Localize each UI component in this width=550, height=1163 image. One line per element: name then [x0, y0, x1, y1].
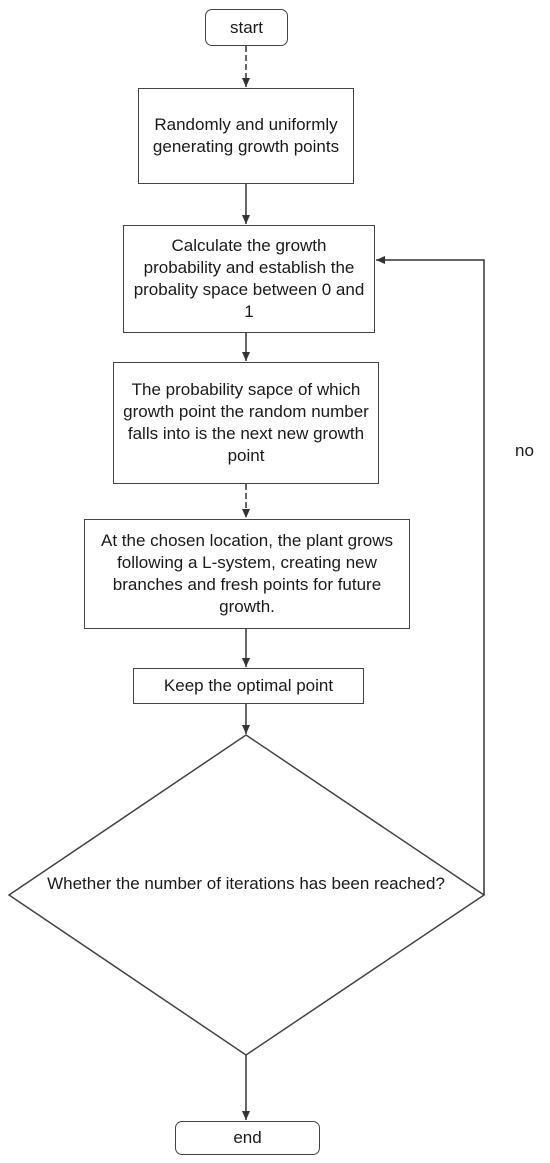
step-generate-growth-points: Randomly and uniformly generating growth…: [138, 88, 354, 184]
step-calculate-probability: Calculate the growth probability and est…: [123, 225, 375, 333]
start-node: start: [205, 9, 288, 46]
step-calculate-probability-label: Calculate the growth probability and est…: [133, 236, 365, 321]
end-label: end: [233, 1128, 262, 1147]
step-select-next-growth-point: The probability sapce of which growth po…: [113, 362, 379, 484]
no-label: no: [515, 441, 534, 460]
step-plant-grows: At the chosen location, the plant grows …: [84, 519, 410, 629]
step-plant-grows-label: At the chosen location, the plant grows …: [100, 531, 393, 616]
end-node: end: [175, 1121, 320, 1155]
start-label: start: [229, 17, 264, 37]
step-generate-growth-points-label: Randomly and uniformly generating growth…: [152, 115, 340, 156]
step-select-next-growth-point-label: The probability sapce of which growth po…: [123, 380, 369, 465]
decision-diamond: [7, 734, 486, 1056]
step-keep-optimal-point: Keep the optimal point: [133, 668, 364, 704]
arrow-no-loop-back: [376, 256, 485, 895]
decision-label: Whether the number of iterations has bee…: [47, 874, 445, 893]
step-keep-optimal-point-label: Keep the optimal point: [163, 676, 334, 695]
